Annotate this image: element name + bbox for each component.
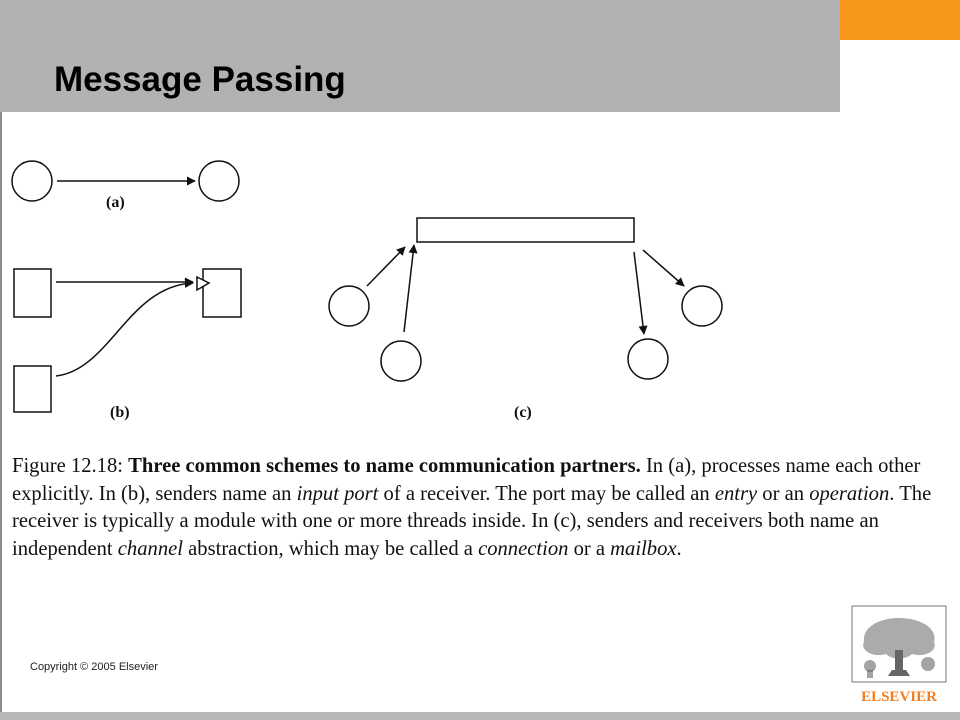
caption-italic-mailbox: mailbox — [610, 537, 677, 560]
caption-italic-entry: entry — [714, 482, 758, 505]
process-circle-a-receiver — [198, 160, 240, 202]
caption-italic-connection: connection — [478, 537, 569, 560]
caption-text-3: or an — [757, 482, 810, 505]
sender-circle-c-2 — [380, 340, 422, 382]
sender-circle-c-1 — [328, 285, 370, 327]
caption-text-5: abstraction, which may be called a — [183, 537, 479, 560]
process-circle-a-sender — [11, 160, 53, 202]
label-b: (b) — [110, 404, 130, 421]
header-bar — [0, 0, 840, 112]
figure-caption: Figure 12.18: Three common schemes to na… — [12, 453, 948, 563]
message-passing-diagram: (a) (b) (c) — [11, 160, 723, 421]
elsevier-logo-text: ELSEVIER — [861, 689, 937, 705]
caption-italic-channel: channel — [117, 537, 183, 560]
receiver-circle-c-1 — [627, 338, 669, 380]
arrow-c-4 — [642, 249, 685, 287]
caption-text-4: . The receiver is typically a module wit… — [12, 482, 932, 560]
sender-box-b-1 — [13, 268, 52, 318]
caption-italic-input-port: input port — [296, 482, 379, 505]
left-rule — [0, 112, 2, 712]
caption-fig-label: Figure 12.18: — [12, 455, 129, 477]
channel-box — [416, 217, 635, 243]
caption-text-2: of a receiver. The port may be called an — [378, 482, 715, 505]
label-c: (c) — [514, 404, 532, 421]
receiver-circle-c-2 — [681, 285, 723, 327]
caption-bold-title: Three common schemes to name communicati… — [128, 455, 641, 477]
caption-text-1: In (a), processes name each other explic… — [12, 455, 921, 505]
caption-text-6: or a — [568, 537, 611, 560]
elsevier-logo: ELSEVIER — [851, 605, 947, 705]
input-port-triangle — [196, 275, 211, 292]
accent-bar — [840, 0, 960, 40]
arrow-b-2 — [55, 278, 194, 377]
label-a: (a) — [106, 194, 125, 211]
sender-box-b-2 — [13, 365, 52, 413]
receiver-box-b — [202, 268, 242, 318]
copyright-text: Copyright © 2005 Elsevier — [30, 661, 158, 673]
slide-title: Message Passing — [54, 60, 346, 99]
arrow-c-2 — [403, 244, 418, 333]
bottom-bar — [0, 712, 960, 720]
arrow-c-3 — [633, 251, 648, 335]
caption-italic-operation: operation — [809, 482, 890, 505]
caption-text-7: . — [676, 537, 682, 560]
arrow-c-1 — [366, 246, 406, 287]
